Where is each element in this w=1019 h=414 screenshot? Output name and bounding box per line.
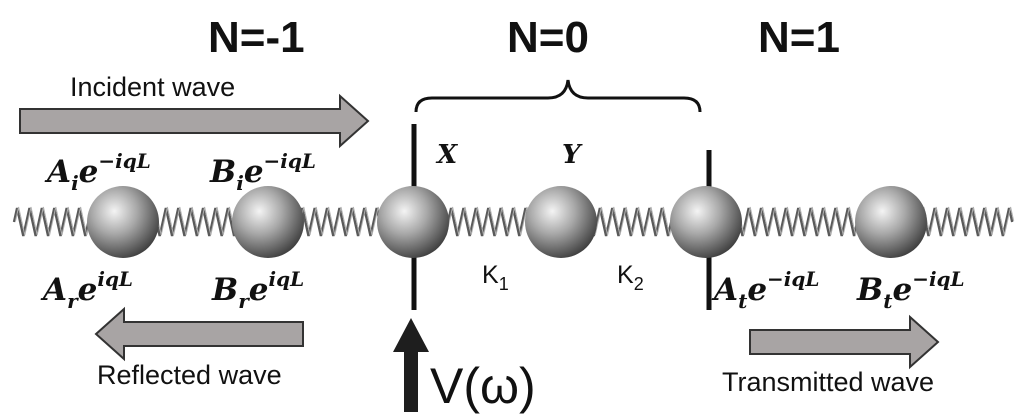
cell-label-right: N=1 (758, 13, 840, 62)
site-label-y: Y (562, 140, 583, 170)
spring-constant-k1: K1 (482, 261, 509, 294)
transmitted-arrow (749, 314, 940, 370)
amplitude-Bi: Bie−iqL (209, 149, 316, 195)
spring-coil-highlight (15, 206, 1015, 236)
perturbation-arrow (393, 318, 429, 412)
spring-constant-k2: K2 (617, 261, 644, 294)
ball-Bt (855, 186, 927, 258)
spring-coil (12, 207, 1014, 237)
ball-boundary-right (670, 186, 742, 258)
potential-label: V(ω) (430, 358, 536, 414)
ball-chain (87, 186, 927, 258)
ball-Y (525, 186, 597, 258)
ball-boundary-left (377, 186, 449, 258)
reflected-wave-label: Reflected wave (97, 360, 282, 390)
spring-chain (12, 206, 1015, 237)
transmitted-wave-label: Transmitted wave (722, 367, 934, 397)
reflected-arrow (94, 306, 304, 362)
amplitude-Ai: Aie−iqL (44, 149, 151, 195)
ball-Bi (232, 186, 304, 258)
site-label-x: X (435, 140, 459, 170)
ball-Ai (87, 186, 159, 258)
cell-label-left: N=-1 (208, 13, 305, 62)
cell-label-center: N=0 (507, 13, 589, 62)
incident-arrow (19, 93, 370, 149)
amplitude-At: Ate−iqL (711, 267, 819, 313)
incident-wave-label: Incident wave (70, 72, 235, 102)
amplitude-Bt: Bte−iqL (856, 267, 965, 313)
amplitude-Ar: AreiqL (40, 267, 133, 313)
amplitude-Br: BreiqL (211, 267, 304, 313)
cell-brace (414, 79, 702, 113)
